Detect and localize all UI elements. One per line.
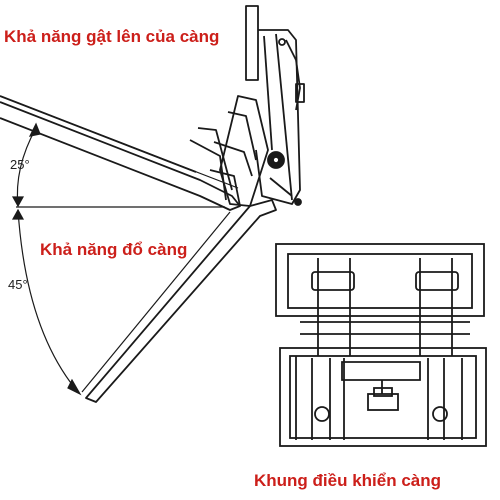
arc-arrowhead-bottom <box>67 378 82 396</box>
arc-45-degrees <box>17 209 79 393</box>
backrest-plate <box>245 5 259 81</box>
label-tilt-down-capability: Khả năng đổ càng <box>40 240 188 259</box>
angle-label-upper: 25° <box>10 157 30 172</box>
label-fork-control-frame: Khung điều khiển càng <box>254 471 442 490</box>
control-frame-drawing <box>275 243 487 447</box>
lower-reference-line <box>81 211 231 393</box>
right-roller <box>432 406 448 422</box>
angle-label-lower: 45° <box>8 277 28 292</box>
center-block <box>367 393 399 411</box>
tilt-mechanism <box>189 5 305 207</box>
arc-arrowhead-mid-b <box>11 208 25 220</box>
frame-bottom-plate <box>279 347 487 447</box>
right-cylinder <box>415 271 459 291</box>
left-roller <box>314 406 330 422</box>
label-tilt-up-capability: Khả năng gật lên của càng <box>4 27 220 46</box>
arc-arrowhead-mid-a <box>11 196 25 208</box>
fork-tilted-down <box>85 199 277 403</box>
left-cylinder <box>311 271 355 291</box>
fork-tilted-up <box>0 95 241 211</box>
small-bolt <box>294 198 302 206</box>
frame-top-plate <box>275 243 485 317</box>
